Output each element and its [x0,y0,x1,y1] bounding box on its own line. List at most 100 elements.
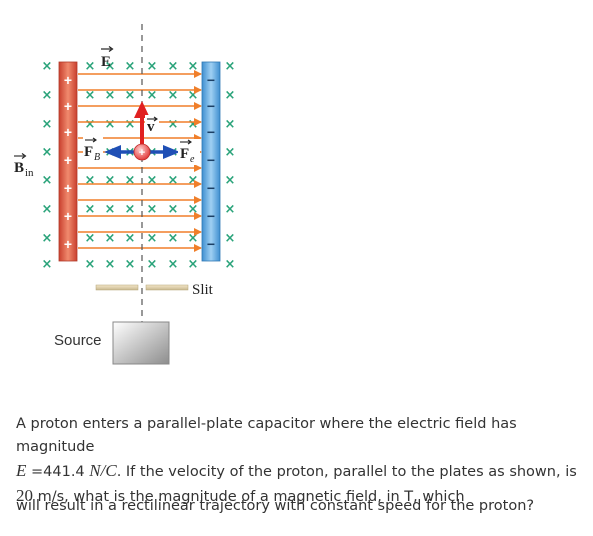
b-field-cross: × [168,202,179,217]
svg-text:in: in [25,167,34,179]
b-field-cross: × [105,59,116,74]
source-label: Source [54,332,102,349]
b-field-cross: × [225,145,236,160]
b-field-cross: × [168,231,179,246]
b-field-cross: × [85,88,96,103]
magnetic-force-arrow [104,145,134,159]
b-field-cross: × [105,88,116,103]
slit-label: Slit [192,282,214,298]
e-unit: N/C [89,461,117,480]
plus-signs: + + + + + + + [64,72,72,252]
slit-plate-left [95,284,139,291]
electric-force-arrow [150,145,180,159]
b-field-cross: × [125,117,136,132]
b-field-cross: × [147,59,158,74]
proton: + [133,143,151,161]
b-field-cross: × [147,257,158,272]
b-field-cross: × [42,117,53,132]
plus-sign: + [64,72,72,88]
b-field-cross: × [105,117,116,132]
plus-sign: + [64,98,72,114]
b-field-cross: × [105,202,116,217]
b-field-cross: × [188,117,199,132]
velocity-arrow [134,101,150,146]
plus-sign: + [64,208,72,224]
minus-sign: − [207,72,215,88]
b-field-cross: × [125,231,136,246]
svg-text:B: B [94,152,100,163]
b-field-cross: × [85,202,96,217]
svg-text:B: B [14,160,24,176]
e-value: =441.4 [26,464,90,480]
plus-sign: + [64,124,72,140]
b-field-cross: × [225,59,236,74]
b-field-cross: × [147,231,158,246]
minus-sign: − [207,152,215,168]
plus-sign: + [64,180,72,196]
problem-statement: A proton enters a parallel-plate capacit… [16,413,582,509]
b-field-label: B in [14,153,34,179]
b-field-cross: × [188,257,199,272]
b-field-cross: × [42,202,53,217]
b-field-cross: × [42,173,53,188]
minus-sign: − [207,236,215,252]
b-field-cross: × [125,88,136,103]
capacitor-diagram: × × × × × × × × × × × × × × × × × × × × × × × × × × × × × × × × × × × × × × × ×… [14,24,236,365]
minus-sign: − [207,180,215,196]
b-field-cross: × [225,117,236,132]
problem-line2: . If the velocity of the proton, paralle… [116,464,577,480]
b-field-cross: × [188,231,199,246]
b-field-cross: × [188,59,199,74]
velocity-label: v [145,115,159,135]
problem-line3: m/s, what is the magnitude of a magnetic… [33,489,465,505]
b-field-cross: × [168,117,179,132]
b-field-cross: × [85,59,96,74]
b-field-cross: × [85,257,96,272]
b-field-cross: × [125,59,136,74]
e-field-label: E [101,46,114,70]
b-field-cross: × [168,59,179,74]
b-field-cross: × [85,173,96,188]
b-field-cross: × [105,257,116,272]
b-field-cross: × [225,88,236,103]
b-field-cross: × [225,231,236,246]
electric-field-lines [78,70,202,252]
b-field-cross: × [125,257,136,272]
e-symbol: E [16,461,27,480]
b-field-cross: × [42,231,53,246]
b-field-cross: × [42,88,53,103]
b-field-cross: × [225,202,236,217]
b-field-cross: × [105,173,116,188]
svg-text:e: e [190,154,195,165]
b-field-cross: × [125,173,136,188]
minus-sign: − [207,98,215,114]
source-box [112,321,170,365]
positive-plate [58,61,78,262]
b-field-cross: × [168,88,179,103]
b-field-cross: × [225,257,236,272]
svg-text:E: E [101,54,111,70]
magnetic-force-label: F B [83,137,103,163]
b-field-cross: × [188,88,199,103]
minus-sign: − [207,124,215,140]
svg-text:F: F [84,144,93,160]
b-field-cross: × [42,257,53,272]
electric-force-label: F e [178,139,200,165]
b-field-cross: × [147,173,158,188]
problem-line4: will result in a rectilinear trajectory … [16,498,535,514]
b-field-cross: × [168,173,179,188]
b-field-cross: × [147,88,158,103]
b-field-cross: × [125,202,136,217]
plus-sign: + [64,152,72,168]
negative-plate [201,61,221,262]
plus-sign: + [64,236,72,252]
b-field-cross: × [85,117,96,132]
minus-sign: − [207,208,215,224]
svg-text:+: + [139,147,145,159]
b-field-cross: × [188,173,199,188]
b-field-cross: × [42,59,53,74]
svg-text:v: v [147,119,155,135]
b-field-cross: × [225,173,236,188]
b-field-cross: × [105,231,116,246]
b-field-cross: × [42,145,53,160]
